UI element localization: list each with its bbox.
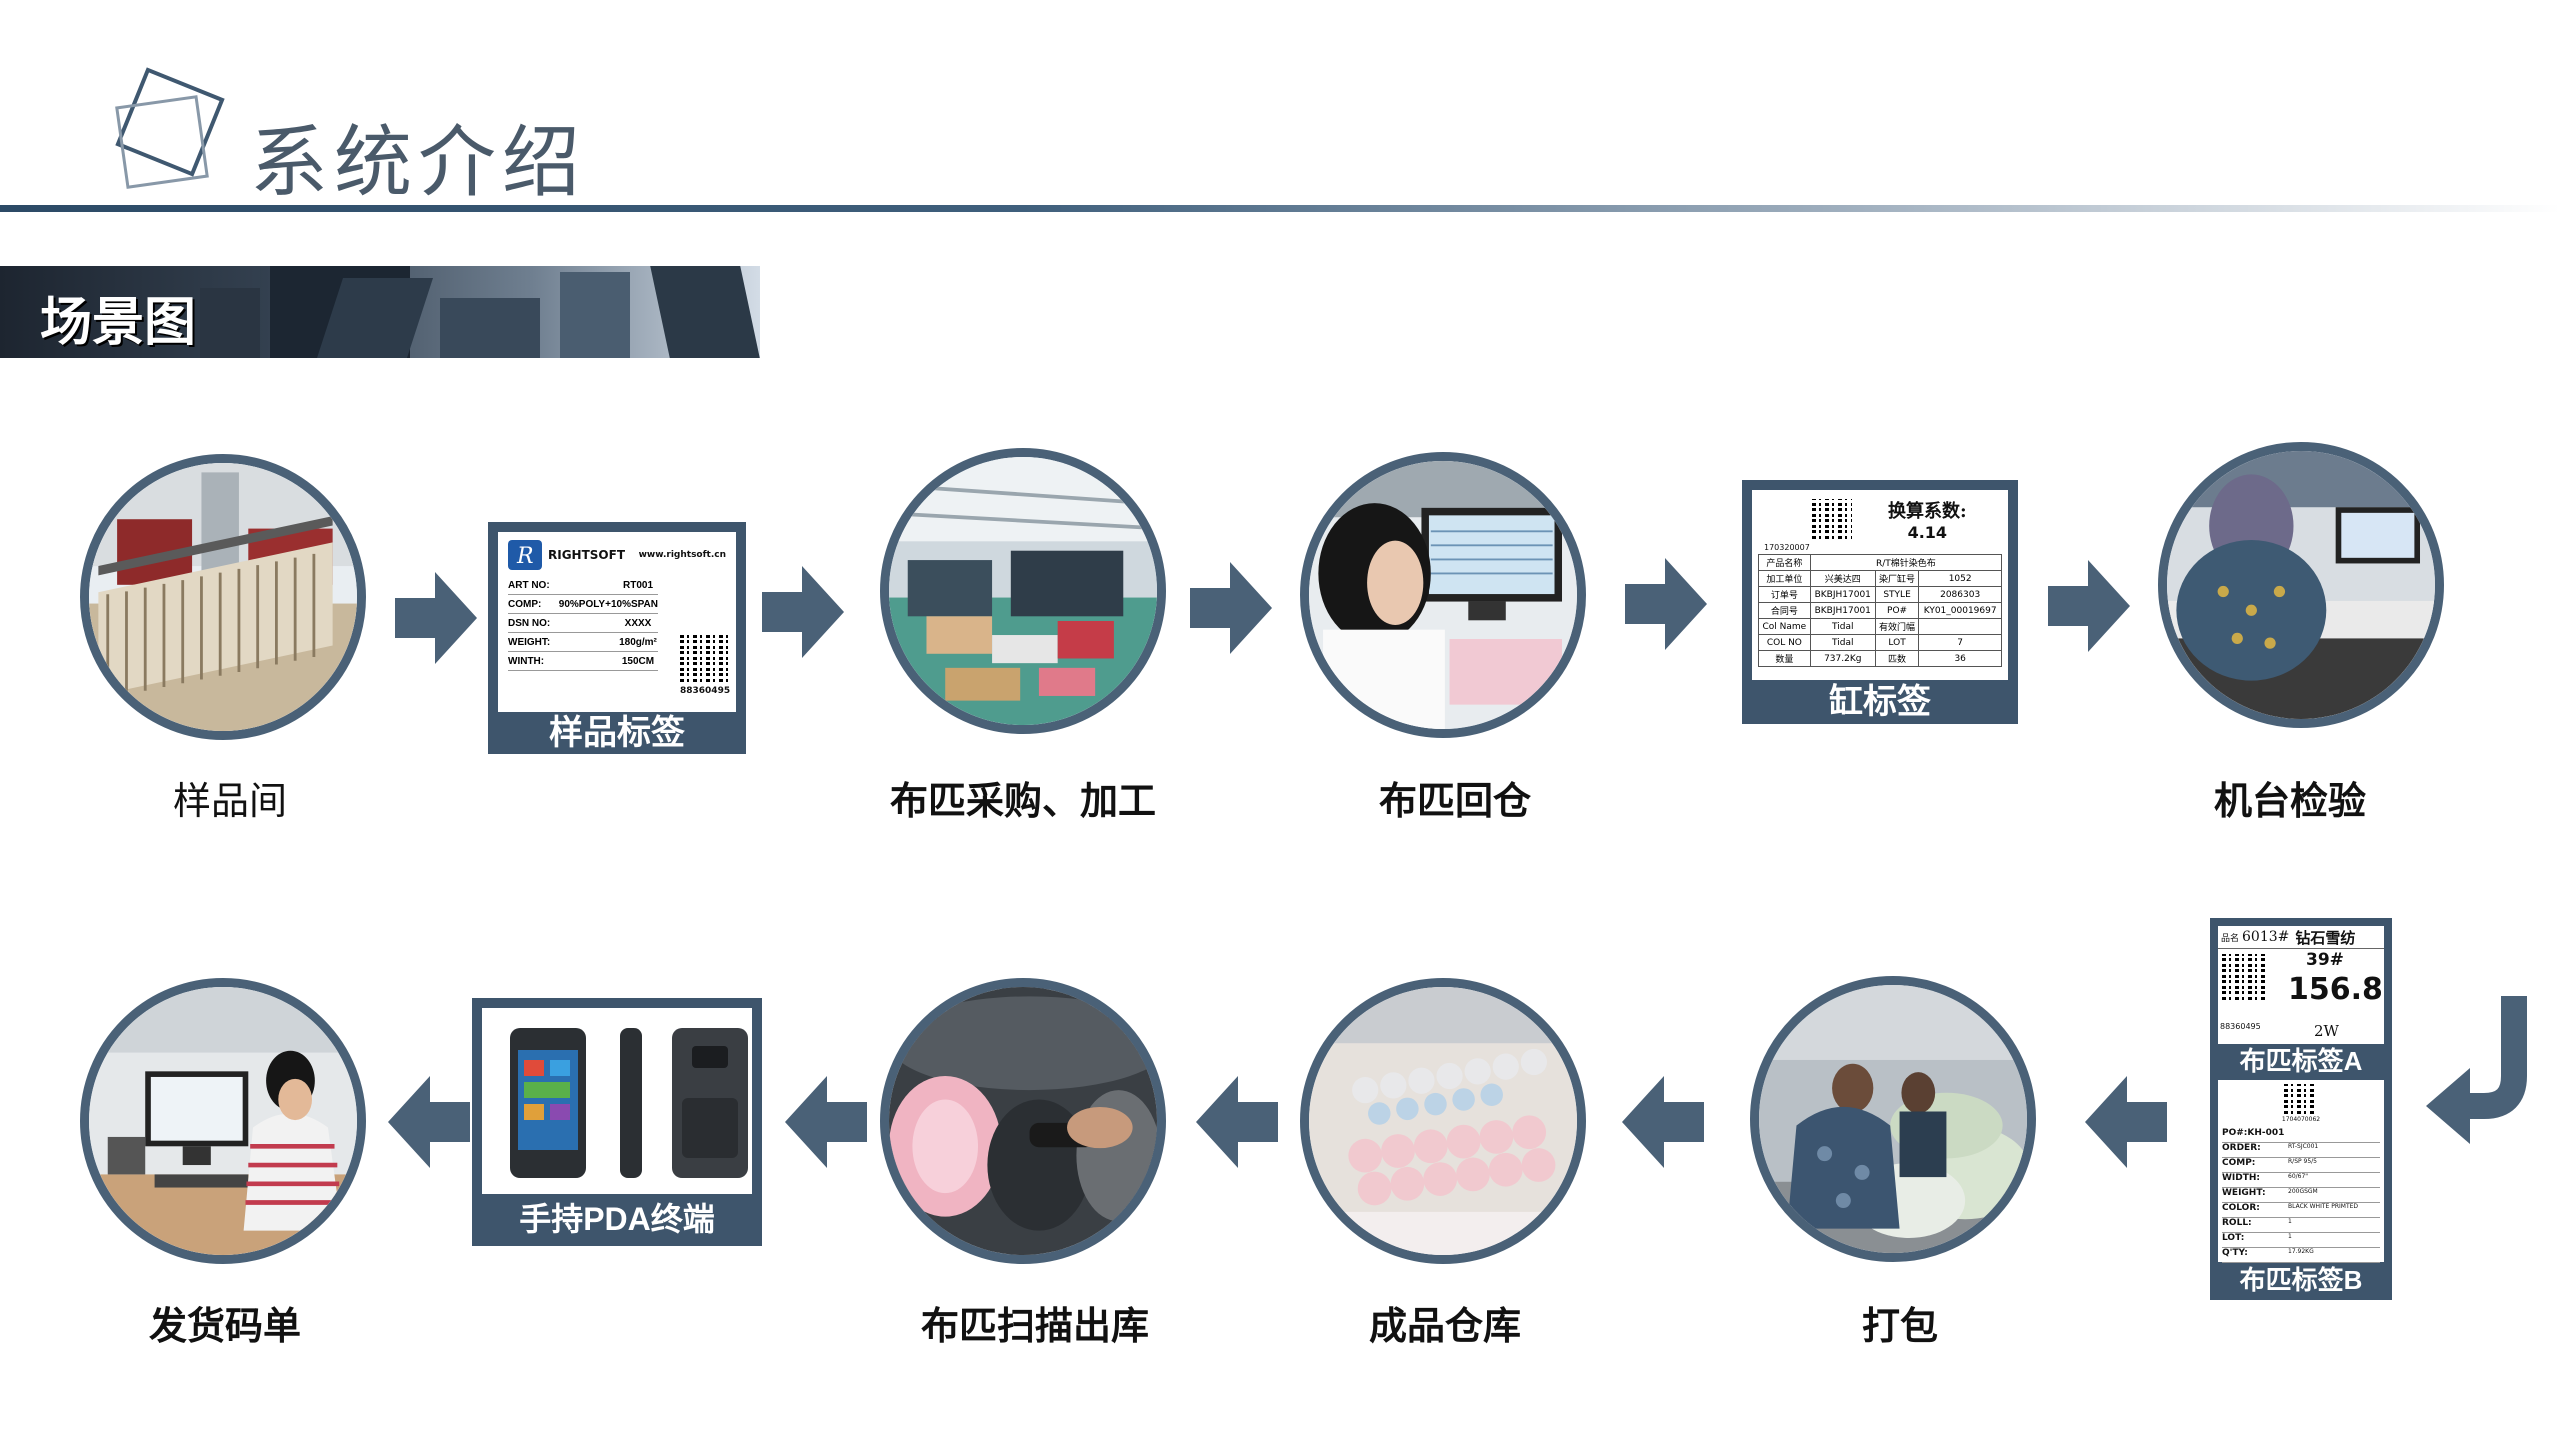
fabric-tag-b-caption: 布匹标签B xyxy=(2239,1265,2363,1295)
fabric-tag-a: 品名 6013# 钻石雪纺 88360495 39# 156.8 2W xyxy=(2218,926,2384,1044)
sample-tag-caption: 样品标签 xyxy=(549,713,685,753)
arrow-left-icon xyxy=(785,1076,867,1168)
arrow-right-icon xyxy=(1190,562,1272,654)
vat-coef-label: 换算系数: xyxy=(1888,500,1967,522)
pda-card: 手持PDA终端 xyxy=(472,998,762,1246)
tag-row: ART NO:RT001 xyxy=(508,576,658,595)
arrow-left-icon xyxy=(1196,1076,1278,1168)
arrow-right-icon xyxy=(395,572,477,664)
qr-code-icon xyxy=(680,632,730,682)
node-label-scan-out: 布匹扫描出库 xyxy=(920,1304,1149,1348)
pda-back-icon xyxy=(672,1028,748,1178)
page-title: 系统介绍 xyxy=(250,118,587,208)
vat-tag-caption: 缸标签 xyxy=(1829,682,1931,722)
qr-code-icon xyxy=(1812,499,1852,539)
fabric-tag-b: 1704070062 PO#:KH-001 ORDER:RT-SJC001 CO… xyxy=(2218,1080,2384,1263)
vat-code: 170320007 xyxy=(1764,543,1810,552)
shipping-list-photo xyxy=(80,978,366,1264)
pda-front-icon xyxy=(510,1028,586,1178)
qr-code-icon xyxy=(2284,1084,2316,1114)
tag-row: COMP:90%POLY+10%SPAN xyxy=(508,595,658,614)
fabric-tag-card: 品名 6013# 钻石雪纺 88360495 39# 156.8 2W 布匹标签… xyxy=(2210,918,2392,1300)
packing-photo xyxy=(1750,976,2036,1262)
sample-room-photo xyxy=(80,454,366,740)
node-label-machine-inspection: 机台检验 xyxy=(2213,779,2366,823)
tag-row: WEIGHT:180g/m² xyxy=(508,633,658,652)
arrow-right-icon xyxy=(2048,560,2130,652)
node-label-shipping-list: 发货码单 xyxy=(148,1304,301,1348)
svg-text:R: R xyxy=(516,544,534,569)
brand-name: RIGHTSOFT xyxy=(548,548,626,562)
machine-inspection-photo xyxy=(2158,442,2444,728)
sample-tag-card: R RIGHTSOFT www.rightsoft.cn ART NO:RT00… xyxy=(488,522,746,754)
section-banner: 场景图 xyxy=(0,266,760,358)
title-logo-icon xyxy=(115,67,225,189)
turn-arrow-icon xyxy=(2426,996,2527,1144)
node-label-sample-room: 样品间 xyxy=(172,779,287,823)
scan-out-photo xyxy=(880,978,1166,1264)
arrow-left-icon xyxy=(388,1076,470,1168)
finished-warehouse-photo xyxy=(1300,978,1586,1264)
section-label: 场景图 xyxy=(40,293,197,353)
fabric-tag-a-caption: 布匹标签A xyxy=(2239,1046,2363,1076)
node-label-fabric-purchase: 布匹采购、加工 xyxy=(889,779,1156,823)
pda-image xyxy=(482,1008,752,1194)
arrow-left-icon xyxy=(2085,1076,2167,1168)
pda-side-icon xyxy=(620,1028,642,1178)
arrow-left-icon xyxy=(1622,1076,1704,1168)
vat-coef-value: 4.14 xyxy=(1907,522,1948,542)
arrow-right-icon xyxy=(1625,558,1707,650)
qr-code-icon xyxy=(2222,954,2268,1000)
fabric-return-photo xyxy=(1300,452,1586,738)
arrow-right-icon xyxy=(762,566,844,658)
pda-caption: 手持PDA终端 xyxy=(519,1201,715,1237)
tag-row: WINTH:150CM xyxy=(508,652,658,671)
node-label-fabric-return: 布匹回仓 xyxy=(1378,779,1531,823)
tag-code: 88360495 xyxy=(680,686,731,696)
fabric-purchase-photo xyxy=(880,448,1166,734)
brand-site: www.rightsoft.cn xyxy=(638,550,726,560)
title-divider xyxy=(0,205,2560,212)
brand-logo-icon: R xyxy=(508,540,542,570)
tag-row: DSN NO:XXXX xyxy=(508,614,658,633)
node-label-packing: 打包 xyxy=(1861,1304,1938,1348)
node-label-finished-warehouse: 成品仓库 xyxy=(1368,1304,1521,1348)
